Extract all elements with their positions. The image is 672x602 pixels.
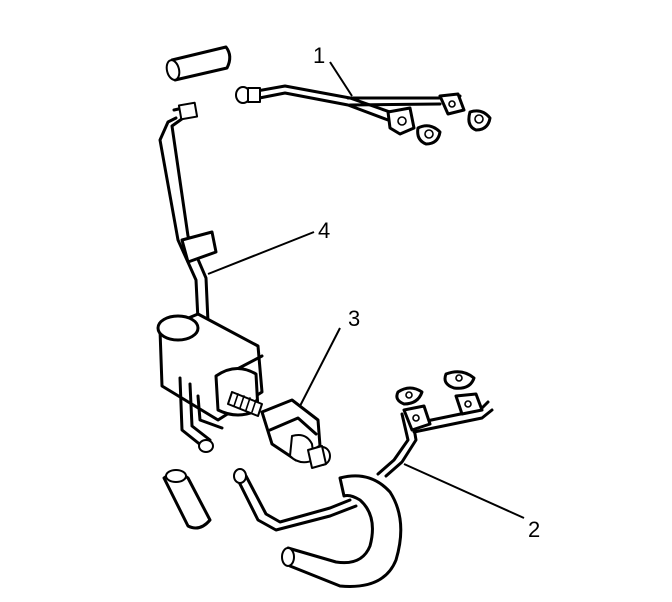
pipe-assembly-2 [376,370,494,478]
pipe-assembly-1 [235,84,492,146]
callout-3-leader [299,327,341,407]
callout-4: 4 [318,218,330,243]
lower-thin-pipe [233,468,358,532]
callout-1: 1 [313,43,325,68]
hose-segment-bottom [162,469,212,530]
callout-4-leader [207,231,315,275]
callout-2-leader [403,463,525,519]
hose-segment-top [165,45,232,82]
callout-2: 2 [528,517,540,542]
check-valve-3 [260,398,331,469]
callout-3: 3 [348,306,360,331]
curved-hose [281,474,403,588]
pipe-assembly-4 [158,101,218,324]
callout-1-leader [329,61,353,97]
solenoid-canister [156,312,264,453]
